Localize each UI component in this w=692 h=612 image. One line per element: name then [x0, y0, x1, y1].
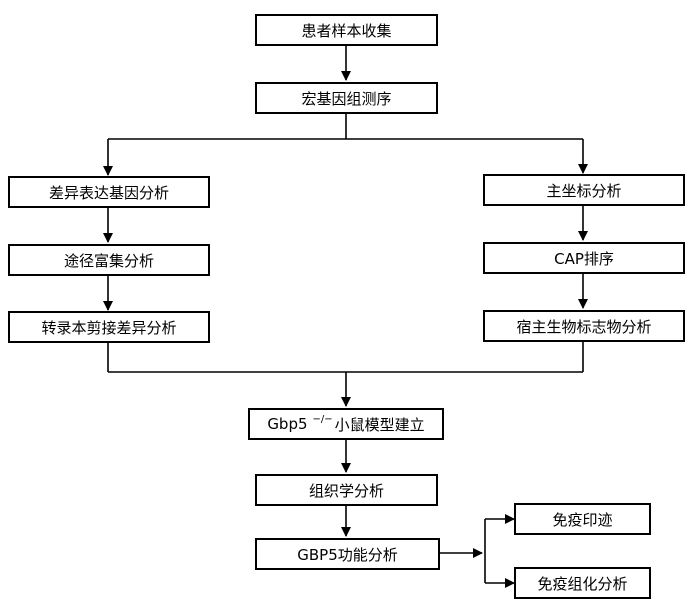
ihc-box: 免疫组化分析: [514, 567, 651, 599]
ihc-label: 免疫组化分析: [537, 574, 628, 593]
metagenome-sequencing-label: 宏基因组测序: [301, 89, 392, 108]
deg-analysis-box: 差异表达基因分析: [8, 176, 210, 208]
pathway-enrichment-label: 途径富集分析: [63, 251, 154, 270]
gbp5-function-box: GBP5功能分析: [255, 538, 440, 570]
splicing-analysis-box: 转录本剪接差异分析: [8, 311, 210, 343]
immunoblot-box: 免疫印迹: [514, 503, 651, 535]
deg-analysis-label: 差异表达基因分析: [48, 183, 169, 202]
gbp5-function-label: GBP5功能分析: [297, 545, 398, 564]
histology-box: 组织学分析: [255, 474, 438, 506]
immunoblot-label: 免疫印迹: [552, 510, 613, 529]
host-biomarker-label: 宿主生物标志物分析: [516, 317, 652, 336]
metagenome-sequencing-box: 宏基因组测序: [255, 82, 438, 114]
sample-collection-box: 患者样本收集: [255, 14, 438, 46]
mouse-model-label: 小鼠模型建立: [334, 415, 425, 434]
pcoa-box: 主坐标分析: [483, 174, 685, 206]
sample-collection-label: 患者样本收集: [301, 21, 392, 40]
host-biomarker-box: 宿主生物标志物分析: [483, 310, 685, 342]
splicing-analysis-label: 转录本剪接差异分析: [41, 318, 177, 337]
histology-label: 组织学分析: [308, 481, 384, 500]
cap-ordination-box: CAP排序: [483, 242, 685, 274]
pathway-enrichment-box: 途径富集分析: [8, 244, 210, 276]
gene-name: Gbp5: [267, 415, 308, 433]
pcoa-label: 主坐标分析: [546, 181, 622, 200]
cap-ordination-label: CAP排序: [554, 249, 614, 268]
knockout-superscript: −/−: [312, 413, 333, 425]
mouse-model-box: Gbp5 −/−小鼠模型建立: [248, 408, 444, 440]
